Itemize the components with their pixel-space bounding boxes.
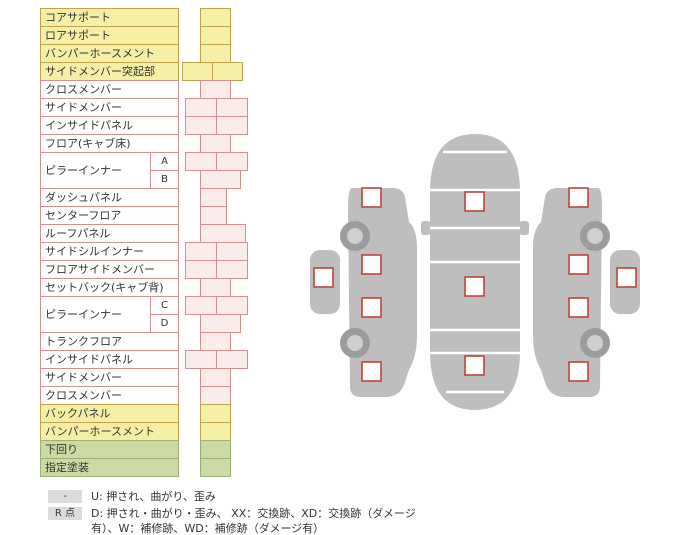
part-label: クロスメンバー <box>40 386 179 405</box>
damage-cell <box>200 278 231 297</box>
damage-cell <box>185 296 217 315</box>
damage-cell <box>200 170 241 189</box>
wheel-icon <box>340 328 370 358</box>
legend-key-dash: - <box>48 490 82 503</box>
damage-marker <box>616 267 637 288</box>
part-label: フロアサイドメンバー <box>40 260 179 279</box>
part-label: ピラーインナー <box>40 152 151 189</box>
part-label: クロスメンバー <box>40 80 179 99</box>
damage-cell <box>185 98 217 117</box>
part-label: バンパーホースメント <box>40 44 179 63</box>
damage-markers <box>313 187 637 382</box>
damage-cell <box>200 458 231 477</box>
part-label: コアサポート <box>40 8 179 27</box>
damage-cell <box>216 260 248 279</box>
damage-cell <box>212 62 243 81</box>
damage-cell <box>200 314 241 333</box>
part-label: トランクフロア <box>40 332 179 351</box>
part-label: 指定塗装 <box>40 458 179 477</box>
part-label: 下回り <box>40 440 179 459</box>
damage-cell <box>185 260 217 279</box>
legend: - U: 押され、曲がり、歪み R 点 D: 押され・曲がり・歪み、 XX：交換… <box>48 489 421 535</box>
car-top-body <box>430 134 520 410</box>
damage-cell <box>200 206 227 225</box>
part-label: サイドメンバー <box>40 98 179 117</box>
damage-cell <box>182 62 213 81</box>
damage-cell <box>200 224 246 243</box>
part-sub-label: B <box>150 170 179 189</box>
damage-marker <box>361 361 382 382</box>
damage-cell <box>200 188 227 207</box>
damage-marker <box>464 191 485 212</box>
part-label: フロア(キャブ床) <box>40 134 179 153</box>
part-sub-label: A <box>150 152 179 171</box>
damage-cell <box>200 80 231 99</box>
car-diagram <box>310 134 640 410</box>
damage-cell <box>200 26 231 45</box>
damage-marker <box>464 355 485 376</box>
damage-cell <box>216 98 248 117</box>
damage-cell <box>185 242 217 261</box>
damage-marker <box>568 254 589 275</box>
damage-cell <box>185 350 217 369</box>
damage-cell <box>216 242 248 261</box>
left-mirror <box>421 221 431 235</box>
part-label: インサイドパネル <box>40 116 179 135</box>
wheel-icon <box>580 328 610 358</box>
damage-cell <box>216 350 248 369</box>
damage-marker <box>361 297 382 318</box>
damage-marker <box>313 267 334 288</box>
part-label: ピラーインナー <box>40 296 151 333</box>
wheels <box>340 221 610 358</box>
part-label: サイドシルインナー <box>40 242 179 261</box>
legend-key-r-point: R 点 <box>48 507 82 520</box>
damage-cell <box>185 152 217 171</box>
part-label: ロアサポート <box>40 26 179 45</box>
damage-cell <box>185 116 217 135</box>
damage-cell <box>200 332 231 351</box>
wheel-icon <box>340 221 370 251</box>
damage-cell <box>200 134 231 153</box>
parts-table: コアサポートロアサポートバンパーホースメントサイドメンバー突起部クロスメンバーサ… <box>40 8 255 480</box>
legend-text-r: D: 押され・曲がり・歪み、 XX：交換跡、XD：交換跡（ダメージ有）、W：補修… <box>91 507 416 535</box>
part-label: サイドメンバー <box>40 368 179 387</box>
damage-cell <box>216 116 248 135</box>
part-label: セットバック(キャブ背) <box>40 278 179 297</box>
legend-row-r: R 点 D: 押され・曲がり・歪み、 XX：交換跡、XD：交換跡（ダメージ有）、… <box>48 506 421 535</box>
part-sub-label: D <box>150 314 179 333</box>
car-top-view <box>421 134 529 410</box>
damage-cell <box>200 404 231 423</box>
car-right-side-view <box>533 188 602 397</box>
part-label: センターフロア <box>40 206 179 225</box>
part-label: バックパネル <box>40 404 179 423</box>
damage-cell <box>216 152 248 171</box>
damage-marker <box>568 361 589 382</box>
car-left-side-view <box>348 188 417 397</box>
damage-cell <box>200 440 231 459</box>
part-label: ルーフパネル <box>40 224 179 243</box>
damage-marker <box>568 187 589 208</box>
damage-cell <box>200 368 231 387</box>
damage-cell <box>200 44 231 63</box>
right-mirror <box>519 221 529 235</box>
part-label: ダッシュパネル <box>40 188 179 207</box>
damage-marker <box>361 254 382 275</box>
part-label: インサイドパネル <box>40 350 179 369</box>
part-sub-label: C <box>150 296 179 315</box>
damage-cell <box>200 386 231 405</box>
panel-separator-lines <box>430 150 520 394</box>
damage-cell <box>216 296 248 315</box>
damage-marker <box>568 297 589 318</box>
part-label: サイドメンバー突起部 <box>40 62 179 81</box>
wheel-icon <box>580 221 610 251</box>
legend-row-u: - U: 押され、曲がり、歪み <box>48 489 421 504</box>
part-label: バンパーホースメント <box>40 422 179 441</box>
damage-cell <box>200 422 231 441</box>
damage-marker <box>464 276 485 297</box>
damage-cell <box>200 8 231 27</box>
damage-marker <box>361 187 382 208</box>
legend-text-u: U: 押され、曲がり、歪み <box>91 490 216 503</box>
